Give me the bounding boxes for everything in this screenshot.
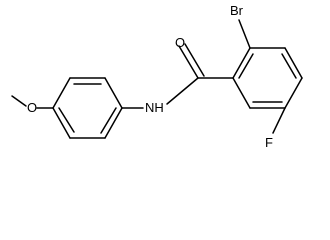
carbonyl-oxygen-label: O: [175, 35, 185, 50]
bond-right-ring-inner-2: [281, 53, 297, 79]
bond-carbonyl-double-1: [178, 45, 199, 79]
bond-ring-to-fluorine: [272, 107, 286, 134]
chemical-structure: Br O NH F O: [11, 3, 303, 150]
bromine-label: Br: [230, 3, 244, 18]
bond-left-ring-inner-2: [100, 107, 117, 134]
bond-right-ring-6: [232, 77, 251, 109]
bond-right-ring-4: [284, 77, 303, 109]
bond-ring-to-bromine: [238, 19, 251, 49]
bond-left-ring-1: [52, 77, 71, 109]
bond-right-ring-3: [284, 47, 303, 79]
bond-left-ring-6: [52, 107, 71, 139]
bond-nitrogen-to-carbonyl-carbon: [166, 77, 199, 105]
fluorine-label: F: [265, 135, 273, 150]
amide-nitrogen-label: NH: [145, 100, 164, 115]
bond-left-ring-4: [104, 107, 123, 139]
bond-left-ring-inner-3: [58, 107, 75, 133]
bond-methoxy-oxygen-to-methyl: [11, 95, 27, 107]
bond-carbonyl-double-2: [184, 43, 205, 77]
bond-left-ring-3: [104, 77, 123, 109]
bond-right-ring-1: [232, 47, 251, 79]
bond-right-ring-inner-1: [238, 53, 254, 79]
methoxy-oxygen-label: O: [27, 100, 37, 115]
